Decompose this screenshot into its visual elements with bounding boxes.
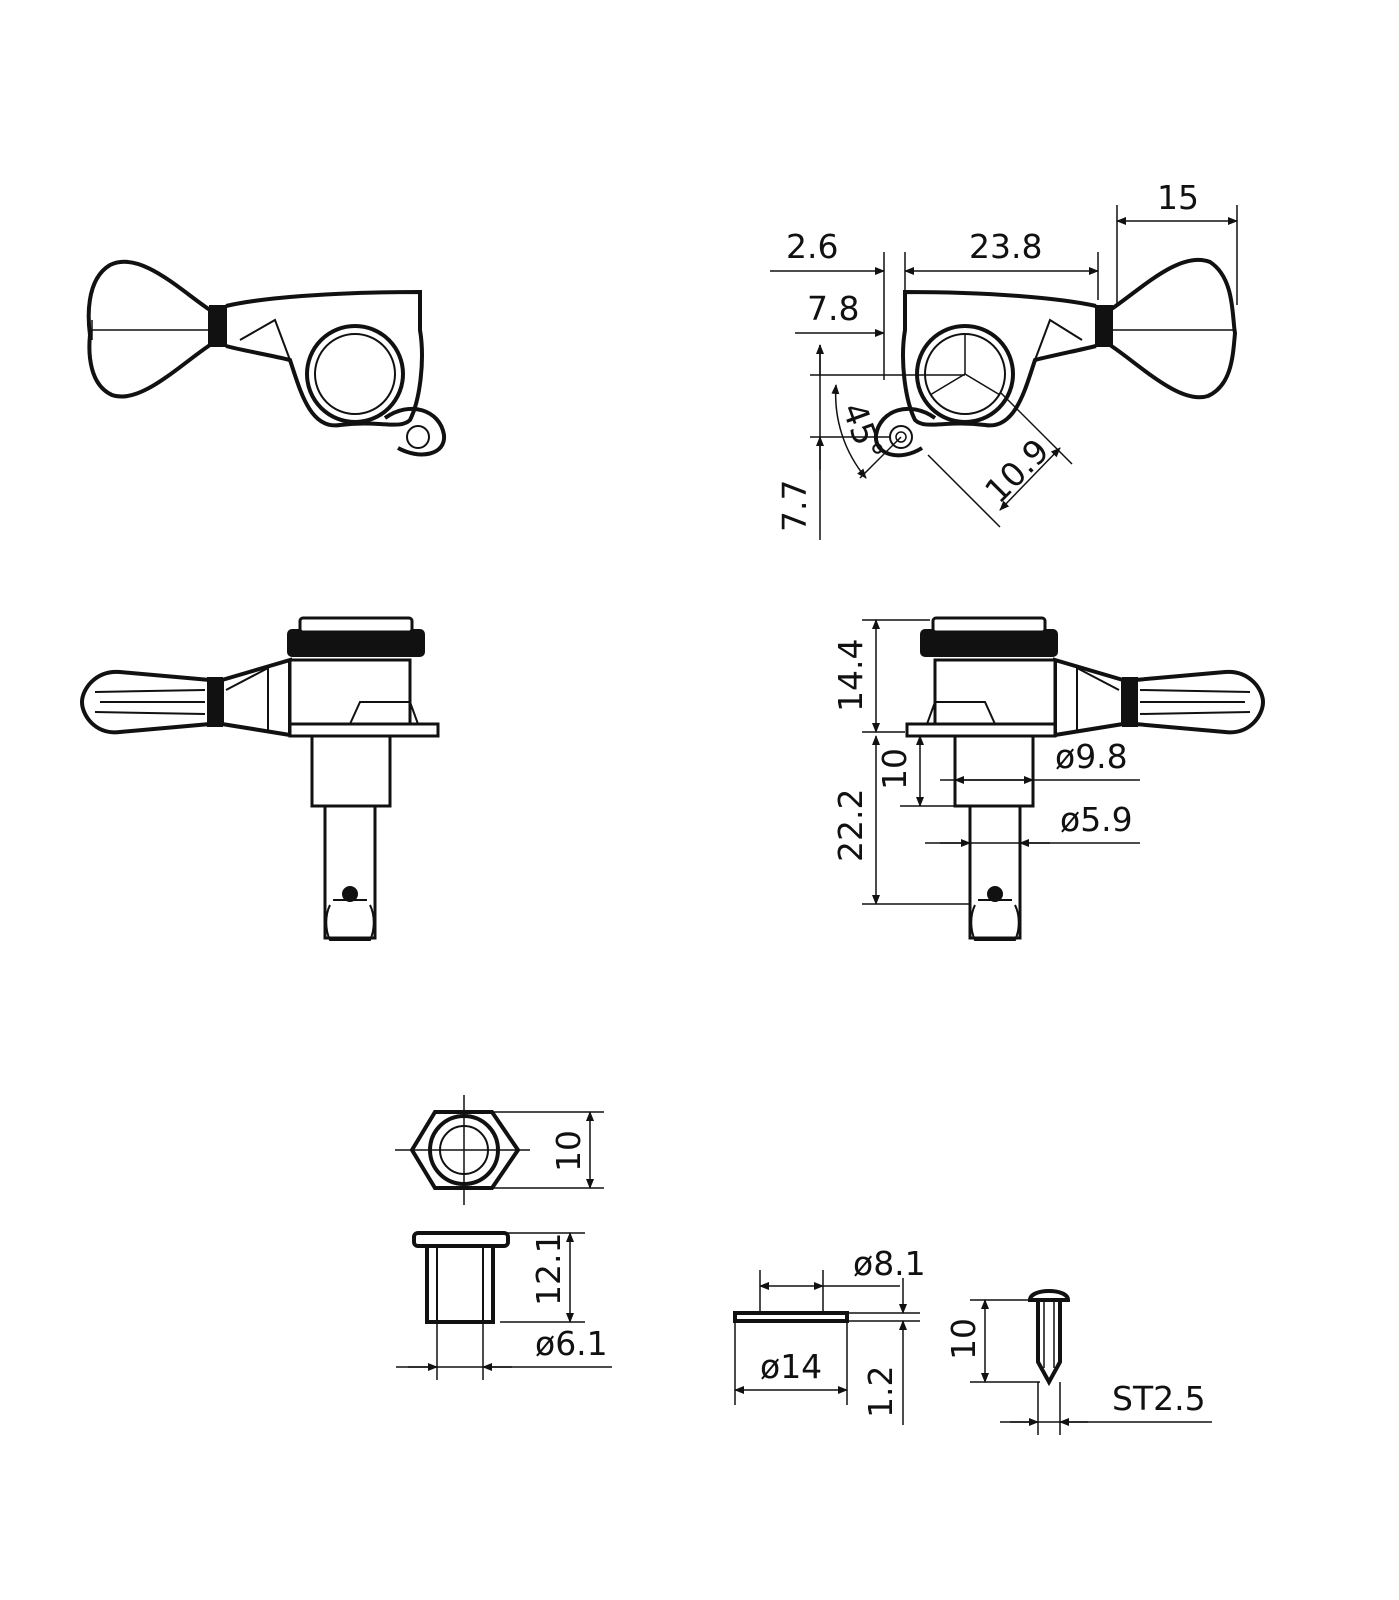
top-right-dimensions: 15 2.6 23.8 7.8 7.7 45° 10.9 [770, 178, 1238, 540]
dim-10-nut: 10 [549, 1130, 588, 1172]
dim-12-1: 12.1 [529, 1233, 568, 1306]
dim-23-8: 23.8 [969, 227, 1042, 266]
dim-10-bushing: 10 [875, 748, 914, 790]
tuner-side-view-right [905, 616, 1266, 941]
washer: ø8.1 ø14 1.2 [733, 1244, 926, 1425]
tuner-top-view-left [86, 259, 447, 457]
tuner-side-view-left [79, 616, 440, 941]
dim-dia-9-8: ø9.8 [1055, 737, 1128, 776]
hex-nut: 10 [395, 1095, 604, 1205]
dim-15: 15 [1157, 178, 1199, 217]
ferrule: 12.1 ø6.1 [396, 1231, 612, 1380]
dim-10-9: 10.9 [977, 431, 1057, 511]
dim-dia-14: ø14 [760, 1347, 822, 1386]
dim-1-2: 1.2 [861, 1366, 900, 1418]
dim-st2-5: ST2.5 [1112, 1379, 1206, 1418]
dim-2-6: 2.6 [786, 227, 838, 266]
dim-dia-5-9: ø5.9 [1060, 800, 1133, 839]
dim-7-7: 7.7 [775, 480, 814, 532]
dim-14-4: 14.4 [831, 639, 870, 712]
dim-dia-6-1: ø6.1 [535, 1324, 608, 1363]
middle-right-dimensions: 14.4 10 22.2 ø9.8 ø5.9 [831, 619, 1140, 905]
dim-10-screw: 10 [944, 1318, 983, 1360]
dim-dia-8-1: ø8.1 [853, 1244, 926, 1283]
dim-angle-45: 45° [834, 397, 891, 465]
screw: 10 ST2.5 [944, 1289, 1212, 1435]
dim-7-8: 7.8 [807, 289, 859, 328]
tuner-top-view-right [873, 258, 1238, 458]
dim-22-2: 22.2 [831, 789, 870, 862]
